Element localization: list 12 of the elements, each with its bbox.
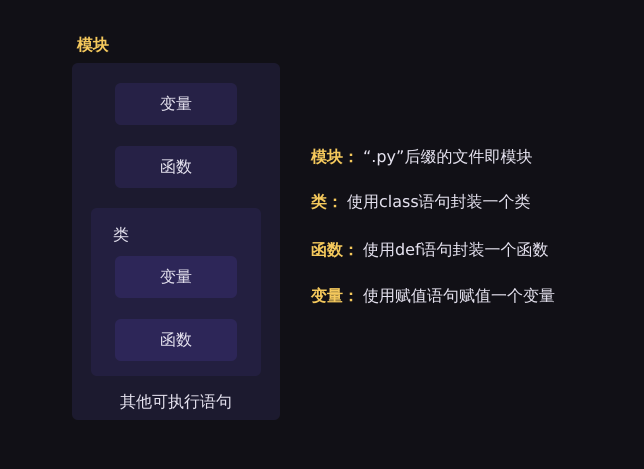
definition-text: 类：使用class语句封装一个类	[311, 192, 531, 212]
definition-text: 函数：使用def语句封装一个函数	[311, 240, 549, 260]
definition-text: 模块：“.py”后缀的文件即模块	[311, 147, 532, 167]
definition-text: 变量：使用赋值语句赋值一个变量	[311, 286, 555, 306]
statement-text: 其他可执行语句	[119, 392, 233, 412]
item-box: 变量	[115, 256, 237, 298]
item-box: 函数	[115, 146, 237, 188]
class-title: 类	[113, 225, 129, 245]
item-box: 变量	[115, 83, 237, 125]
class-panel	[91, 208, 261, 376]
item-box: 函数	[115, 319, 237, 361]
module-title: 模块	[77, 35, 109, 55]
